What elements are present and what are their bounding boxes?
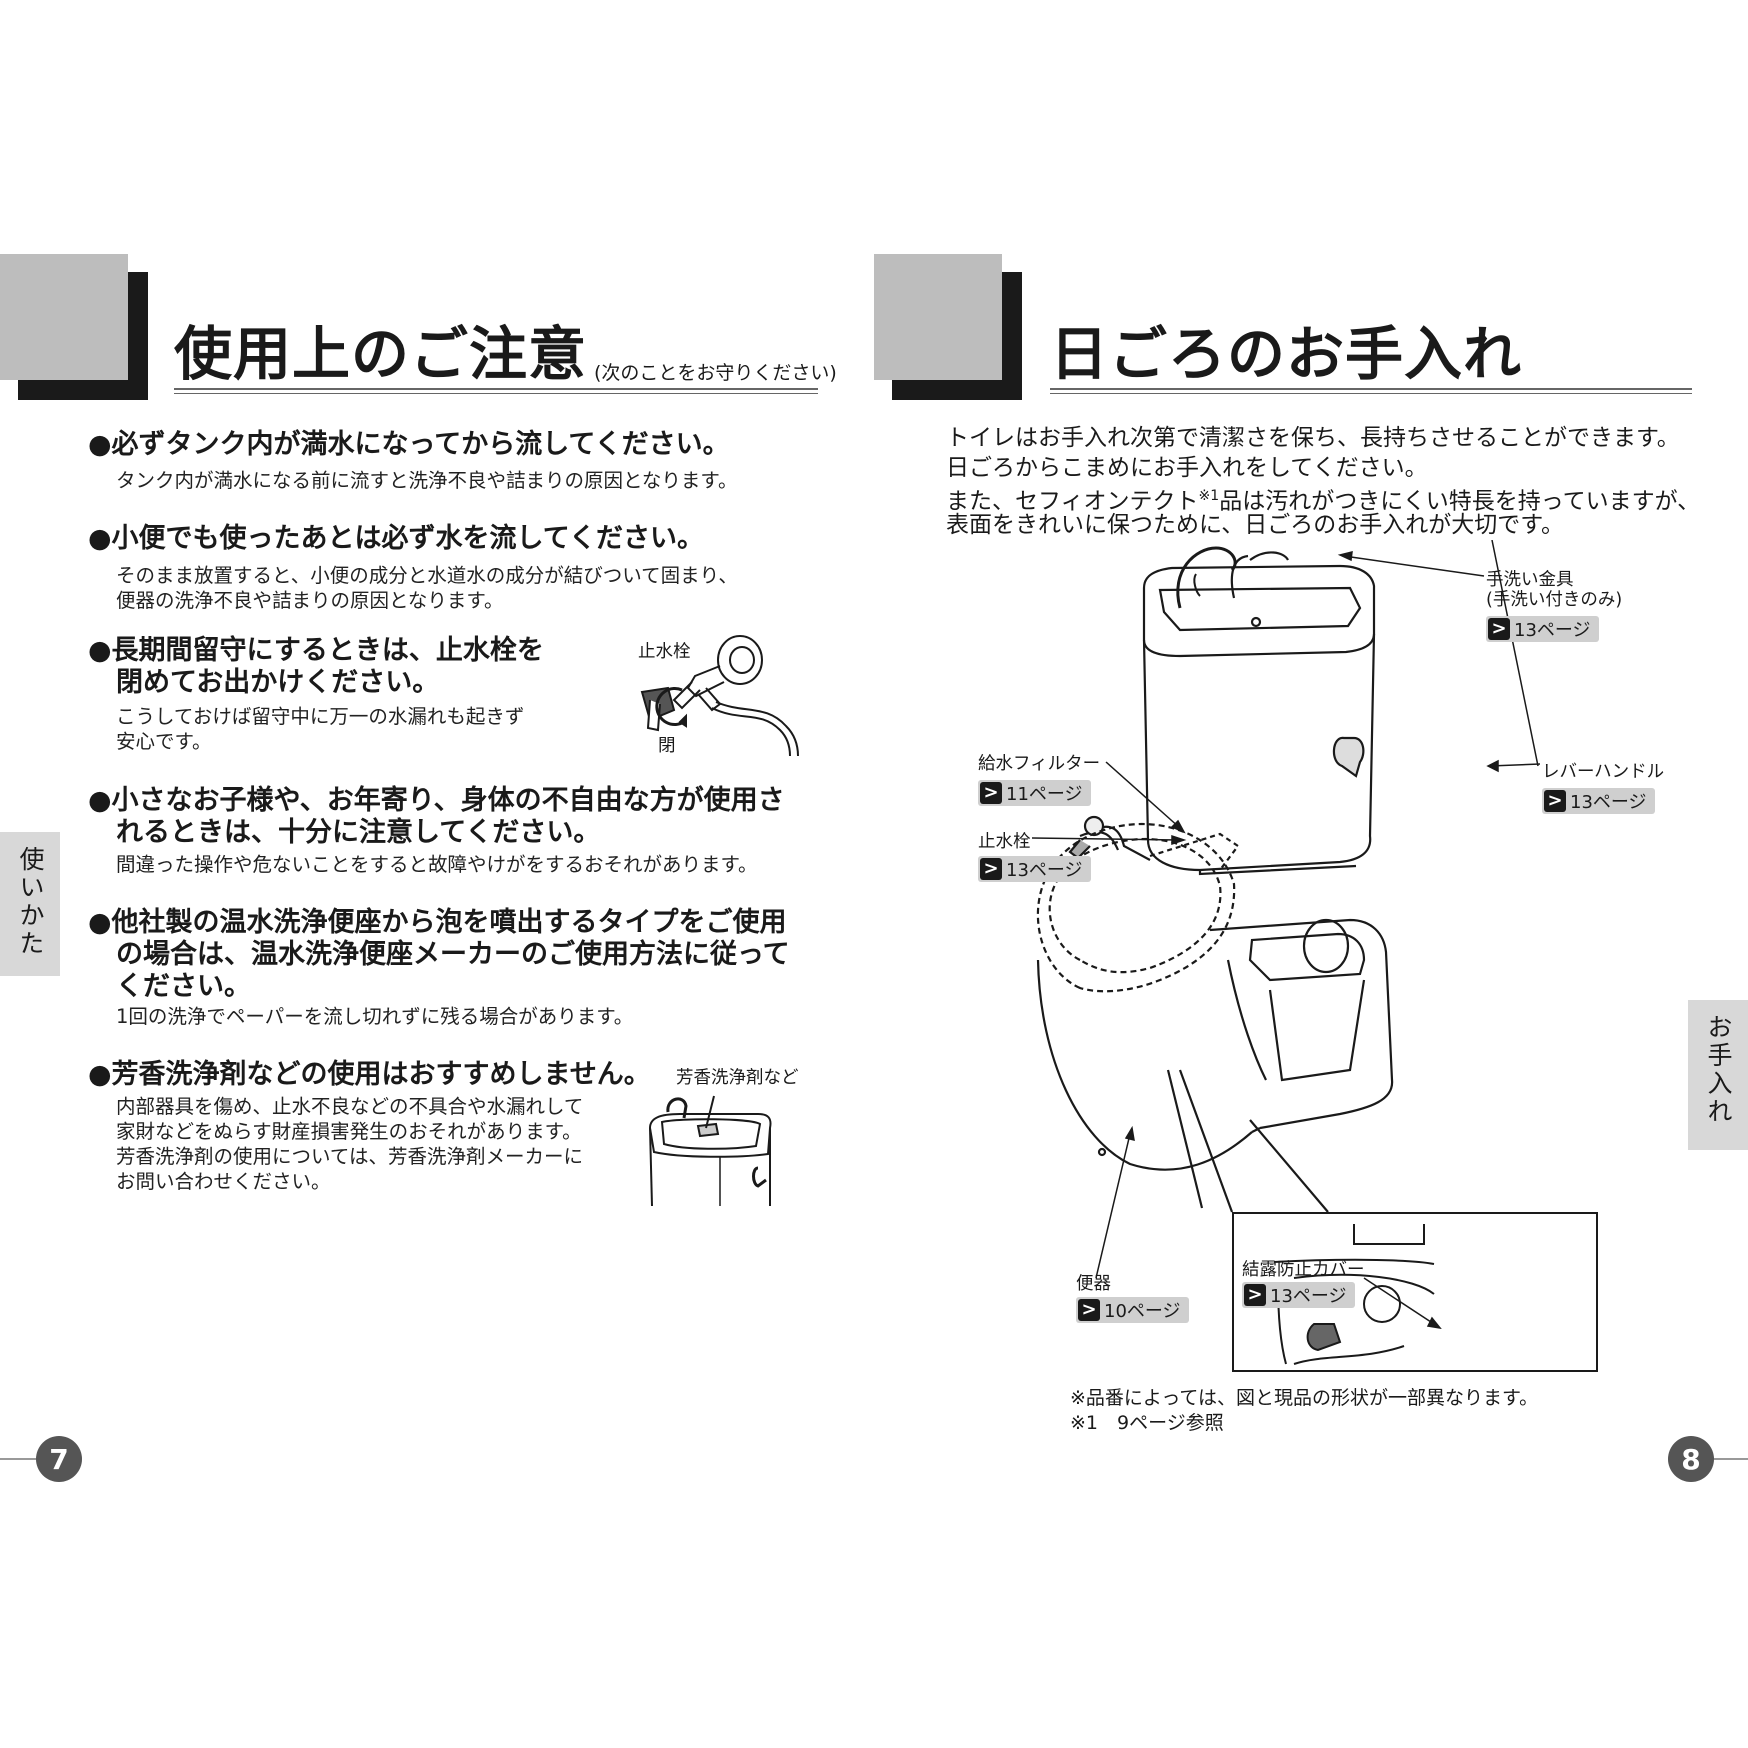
hand-wash-ref[interactable]: >13ページ bbox=[1486, 616, 1599, 642]
ref-arrow-icon: > bbox=[1078, 1299, 1100, 1321]
caution-desc-2b: 便器の洗浄不良や詰まりの原因となります。 bbox=[116, 589, 504, 612]
filter-ref-text: 11ページ bbox=[1006, 784, 1083, 805]
footnote-mark: ※1 bbox=[1198, 488, 1220, 504]
stop-valve-illustration bbox=[640, 635, 799, 757]
left-page-number: 7 bbox=[36, 1436, 82, 1482]
valve-figure-label: 止水栓 bbox=[638, 642, 691, 662]
right-side-tab: お手入れ bbox=[1688, 1000, 1748, 1150]
intro-line-4: 表面をきれいに保つために、日ごろのお手入れが大切です。 bbox=[946, 512, 1565, 538]
caution-desc-6a: 内部器具を傷め、止水不良などの不具合や水漏れして bbox=[116, 1095, 584, 1118]
right-header-black-vbar bbox=[1002, 272, 1022, 400]
stop-valve-ref-text: 13ページ bbox=[1006, 860, 1083, 881]
caution-heading-6: ●芳香洗浄剤などの使用はおすすめしません。 bbox=[88, 1059, 651, 1090]
caution-desc-6d: お問い合わせください。 bbox=[116, 1170, 331, 1193]
caution-heading-5a: ●他社製の温水洗浄便座から泡を噴出するタイプをご使用 bbox=[88, 907, 787, 938]
title-underline bbox=[174, 388, 818, 394]
intro-line-3-start: また、セフィオンテクト bbox=[946, 488, 1199, 515]
caution-desc-4: 間違った操作や危ないことをすると故障やけがをするおそれがあります。 bbox=[116, 853, 758, 876]
left-side-tab: 使いかた bbox=[0, 832, 60, 976]
caution-desc-6b: 家財などをぬらす財産損害発生のおそれがあります。 bbox=[116, 1120, 582, 1143]
callout-lines bbox=[1031, 540, 1541, 1330]
right-page-title: 日ごろのお手入れ bbox=[1050, 320, 1523, 388]
detail-illustration bbox=[1273, 1224, 1435, 1365]
note-2: ※1 9ページ参照 bbox=[1070, 1412, 1224, 1434]
note-1: ※品番によっては、図と現品の形状が一部異なります。 bbox=[1070, 1387, 1539, 1409]
fragrance-figure-label: 芳香洗浄剤など bbox=[676, 1068, 799, 1088]
intro-line-3: また、セフィオンテクト※1品は汚れがつきにくい特長を持っていますが、 bbox=[946, 482, 1700, 517]
filter-ref[interactable]: >11ページ bbox=[978, 780, 1091, 806]
caution-heading-5c: ください。 bbox=[116, 971, 251, 1002]
right-header-black-bar bbox=[892, 380, 1022, 400]
lever-ref[interactable]: >13ページ bbox=[1542, 788, 1655, 814]
left-header-gray-block bbox=[0, 254, 128, 380]
caution-heading-5b: の場合は、温水洗浄便座メーカーのご使用方法に従って bbox=[116, 939, 790, 970]
caution-desc-6c: 芳香洗浄剤の使用については、芳香洗浄剤メーカーに bbox=[116, 1145, 584, 1168]
right-header-gray-block bbox=[874, 254, 1002, 380]
detail-box bbox=[1232, 1212, 1598, 1372]
left-header-black-vbar bbox=[128, 272, 148, 400]
stop-valve-ref[interactable]: >13ページ bbox=[978, 856, 1091, 882]
intro-line-1: トイレはお手入れ次第で清潔さを保ち、長持ちさせることができます。 bbox=[946, 425, 1680, 451]
cover-label: 結露防止カバー bbox=[1242, 1260, 1365, 1280]
caution-desc-5: 1回の洗浄でペーパーを流し切れずに残る場合があります。 bbox=[116, 1005, 634, 1028]
ref-arrow-icon: > bbox=[980, 858, 1002, 880]
caution-heading-4a: ●小さなお子様や、お年寄り、身体の不自由な方が使用さ bbox=[88, 785, 785, 816]
caution-heading-4b: れるときは、十分に注意してください。 bbox=[116, 817, 601, 848]
valve-close-label: 閉 bbox=[658, 736, 676, 756]
caution-heading-1: ●必ずタンク内が満水になってから流してください。 bbox=[88, 429, 730, 460]
ref-arrow-icon: > bbox=[1244, 1284, 1266, 1306]
hand-wash-label: 手洗い金具 bbox=[1486, 570, 1574, 590]
bowl-label: 便器 bbox=[1076, 1274, 1111, 1294]
hand-wash-sublabel: (手洗い付きのみ) bbox=[1486, 590, 1623, 610]
caution-desc-3b: 安心です。 bbox=[116, 730, 212, 753]
caution-desc-1: タンク内が満水になる前に流すと洗浄不良や詰まりの原因となります。 bbox=[116, 469, 738, 492]
toilet-illustration bbox=[1036, 546, 1394, 1213]
caution-heading-3a: ●長期間留守にするときは、止水栓を bbox=[88, 635, 544, 666]
bowl-ref[interactable]: >10ページ bbox=[1076, 1297, 1189, 1323]
caution-heading-3b: 閉めてお出かけください。 bbox=[116, 667, 440, 698]
page-subtitle: (次のことをお守りください) bbox=[594, 362, 837, 384]
filter-label: 給水フィルター bbox=[978, 754, 1101, 774]
stop-valve-label: 止水栓 bbox=[978, 832, 1031, 852]
cover-ref[interactable]: >13ページ bbox=[1242, 1282, 1355, 1308]
caution-desc-2a: そのまま放置すると、小便の成分と水道水の成分が結びついて固まり、 bbox=[116, 564, 738, 587]
left-header-black-bar bbox=[18, 380, 148, 400]
left-page-line bbox=[0, 1458, 36, 1460]
cover-ref-text: 13ページ bbox=[1270, 1286, 1347, 1307]
hand-wash-ref-text: 13ページ bbox=[1514, 620, 1591, 641]
caution-desc-3a: こうしておけば留守中に万一の水漏れも起きず bbox=[116, 705, 525, 728]
ref-arrow-icon: > bbox=[1488, 618, 1510, 640]
intro-line-2: 日ごろからこまめにお手入れをしてください。 bbox=[946, 455, 1428, 481]
right-page-number: 8 bbox=[1668, 1436, 1714, 1482]
right-title-underline bbox=[1050, 388, 1692, 394]
right-page-line bbox=[1712, 1458, 1748, 1460]
ref-arrow-icon: > bbox=[980, 782, 1002, 804]
tank-fragrance-illustration bbox=[648, 1095, 772, 1207]
intro-line-3-end: 品は汚れがつきにくい特長を持っていますが、 bbox=[1219, 488, 1701, 515]
page-title: 使用上のご注意 bbox=[174, 320, 588, 388]
bowl-ref-text: 10ページ bbox=[1104, 1301, 1181, 1322]
ref-arrow-icon: > bbox=[1544, 790, 1566, 812]
caution-heading-2: ●小便でも使ったあとは必ず水を流してください。 bbox=[88, 523, 704, 554]
lever-label: レバーハンドル bbox=[1542, 762, 1665, 782]
lever-ref-text: 13ページ bbox=[1570, 792, 1647, 813]
